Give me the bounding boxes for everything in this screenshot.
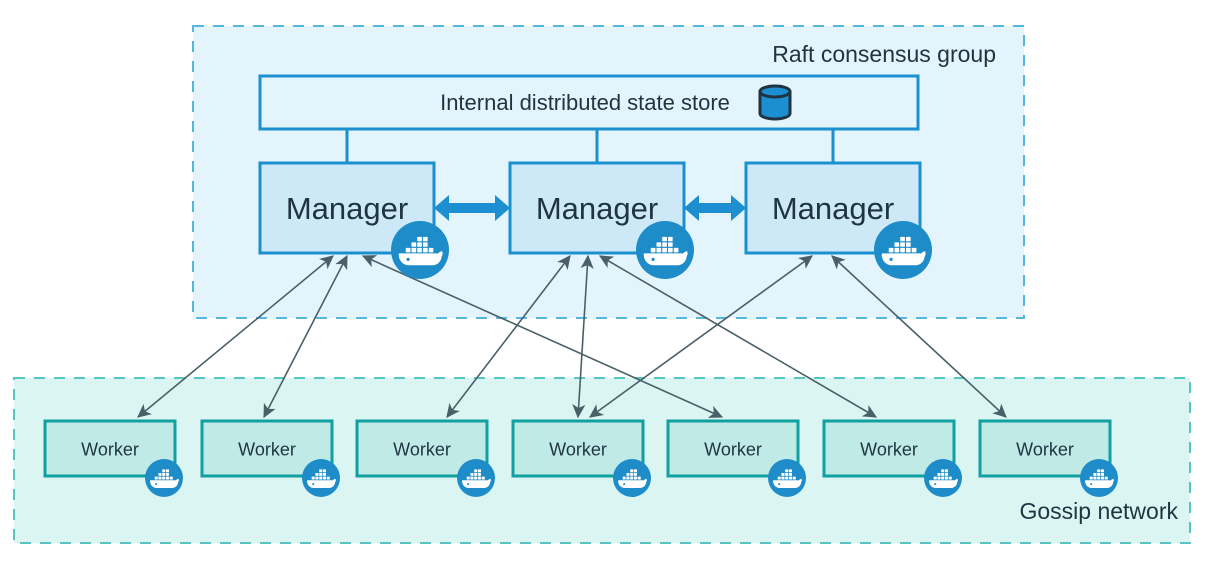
docker-whale-icon-worker-6[interactable]	[1080, 459, 1118, 497]
edge-manager1-worker2	[446, 255, 571, 418]
docker-icon-whale	[618, 469, 647, 489]
worker-label: Worker	[704, 440, 762, 460]
docker-icon-whale	[150, 469, 179, 489]
worker-label: Worker	[393, 440, 451, 460]
docker-icon-whale	[773, 469, 802, 489]
manager-worker-edges	[137, 254, 1007, 419]
docker-icon-whale	[398, 236, 443, 266]
group-label-raft: Raft consensus group	[772, 41, 996, 67]
manager-label: Manager	[536, 191, 658, 226]
group-label-gossip: Gossip network	[1019, 498, 1178, 524]
edge-manager2-worker6	[831, 255, 1007, 418]
docker-icon-whale	[929, 469, 958, 489]
manager-box[interactable]	[258, 161, 436, 255]
state-store-box[interactable]	[258, 74, 920, 131]
docker-icon-whale	[881, 236, 926, 266]
state-store-label: Internal distributed state store	[440, 90, 730, 115]
docker-whale-icon-manager-2[interactable]	[874, 221, 932, 279]
worker-nodes: Worker Worker Worker Worker Worker Worker Work…	[43, 419, 1118, 497]
edge-manager2-worker3	[589, 255, 813, 418]
manager-nodes: Manager Manager Manager	[258, 161, 932, 279]
manager-node-0[interactable]: Manager	[258, 161, 436, 255]
docker-whale-icon-worker-1[interactable]	[302, 459, 340, 497]
docker-whale-icon-worker-3[interactable]	[613, 459, 651, 497]
edge-manager1-worker3	[572, 254, 594, 419]
manager-peer-link-0	[434, 195, 510, 221]
docker-whale-icon-worker-5[interactable]	[924, 459, 962, 497]
worker-label: Worker	[860, 440, 918, 460]
worker-label: Worker	[81, 440, 139, 460]
worker-label: Worker	[238, 440, 296, 460]
docker-icon-whale	[307, 469, 336, 489]
docker-whale-icon-worker-4[interactable]	[768, 459, 806, 497]
manager-label: Manager	[286, 191, 408, 226]
docker-whale-icon-manager-0[interactable]	[391, 221, 449, 279]
docker-whale-icon-worker-0[interactable]	[145, 459, 183, 497]
worker-label: Worker	[549, 440, 607, 460]
manager-peer-link-1	[684, 195, 746, 221]
docker-icon-whale	[462, 469, 491, 489]
manager-peer-links	[434, 195, 746, 221]
docker-icon-whale	[1085, 469, 1114, 489]
docker-icon-whale	[643, 236, 688, 266]
manager-label: Manager	[772, 191, 894, 226]
store-manager-connectors	[345, 129, 835, 163]
state-store-node[interactable]: Internal distributed state store	[258, 74, 920, 131]
database-cylinder-icon	[758, 84, 792, 121]
worker-node-6[interactable]: Worker	[978, 419, 1112, 478]
worker-label: Worker	[1016, 440, 1074, 460]
docker-whale-icon-manager-1[interactable]	[636, 221, 694, 279]
edge-manager0-worker1	[263, 254, 348, 419]
docker-whale-icon-worker-2[interactable]	[457, 459, 495, 497]
